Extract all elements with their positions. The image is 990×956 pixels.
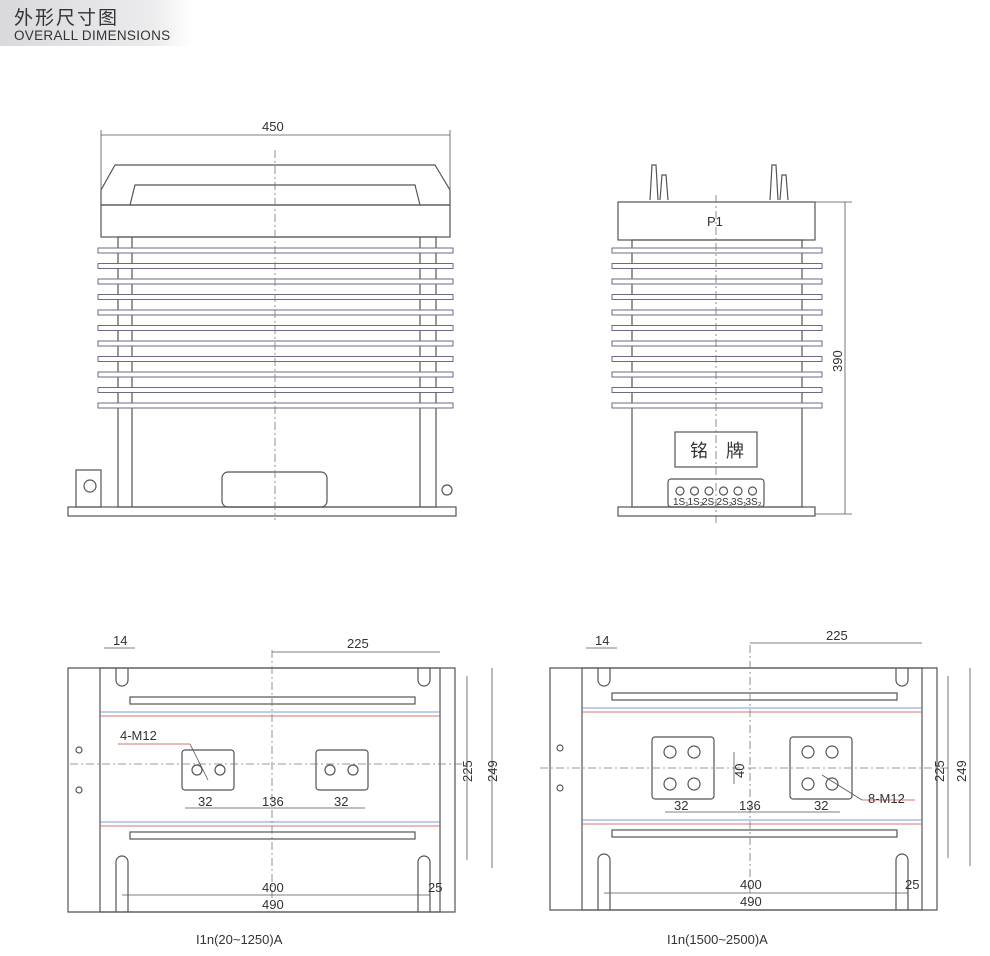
plan-view-left: 14 225 4-M12 32 136 32 225 249 400 25 49… <box>67 633 500 947</box>
fin <box>611 325 823 331</box>
base-window <box>221 471 328 508</box>
dim-249: 249 <box>485 760 500 782</box>
terminal-screw-icon <box>689 486 700 496</box>
insulation-fins <box>611 247 823 409</box>
terminal-screw-icon <box>704 486 714 496</box>
caption-left: I1n(20~1250)A <box>196 932 283 947</box>
dim-225-v: 225 <box>460 760 475 782</box>
front-view: 450 <box>67 119 457 520</box>
bolt-spec: 8-M12 <box>868 791 905 806</box>
fin <box>97 325 454 331</box>
fin <box>97 387 454 393</box>
plan-view-right: 14 225 40 32 136 32 8-M12 225 249 400 25… <box>540 628 971 947</box>
terminal-label: 1S₂ <box>688 497 704 508</box>
terminal-screw-icon <box>675 486 685 496</box>
fin <box>97 278 454 285</box>
terminal-label: 2S₂ <box>717 497 733 508</box>
dim-25: 25 <box>905 877 919 892</box>
fin <box>97 371 454 378</box>
fin <box>97 356 454 362</box>
ground-terminal-icon <box>83 479 97 493</box>
dim-14: 14 <box>595 633 609 648</box>
fin <box>611 278 823 285</box>
handle <box>100 164 451 206</box>
dim-450: 450 <box>262 119 284 134</box>
terminal-label: 2S₁ <box>702 497 718 508</box>
fin <box>97 247 454 254</box>
terminal-label: 1S₁ <box>673 497 689 508</box>
fin <box>97 263 454 269</box>
dim-32-a: 32 <box>674 798 688 813</box>
dim-490: 490 <box>740 894 762 909</box>
fin <box>97 294 454 300</box>
dim-25: 25 <box>428 880 442 895</box>
dim-400: 400 <box>740 877 762 892</box>
dim-225-h: 225 <box>347 636 369 651</box>
dim-390: 390 <box>830 350 845 372</box>
fin <box>97 309 454 316</box>
dim-136: 136 <box>262 794 284 809</box>
dim-225-v: 225 <box>932 760 947 782</box>
terminal-screw-icon <box>718 486 729 496</box>
header: 外形尺寸图 OVERALL DIMENSIONS <box>0 0 192 46</box>
caption-right: I1n(1500~2500)A <box>667 932 768 947</box>
terminal-screw-icon <box>747 486 758 496</box>
fin <box>611 340 823 347</box>
nameplate-char-2: 牌 <box>726 441 744 461</box>
fin <box>611 263 823 269</box>
fin <box>611 387 823 393</box>
secondary-studs <box>649 164 789 201</box>
mounting-slots <box>115 668 431 912</box>
dim-32-a: 32 <box>198 794 212 809</box>
dim-490: 490 <box>262 897 284 912</box>
dim-14: 14 <box>113 633 127 648</box>
dim-136: 136 <box>739 798 761 813</box>
dim-32-b: 32 <box>334 794 348 809</box>
insulation-fins <box>97 247 454 409</box>
fin <box>611 247 823 254</box>
nameplate-char-1: 铭 <box>690 441 708 461</box>
fin <box>611 309 823 316</box>
terminal-label: 3S₂ <box>746 497 762 508</box>
dim-225-h: 225 <box>826 628 848 643</box>
terminal-screw-icon <box>733 486 743 496</box>
dim-400: 400 <box>262 880 284 895</box>
fin <box>97 402 454 409</box>
terminal-label: 3S₁ <box>731 497 747 508</box>
fin <box>611 356 823 362</box>
title-en: OVERALL DIMENSIONS <box>14 28 171 43</box>
fin <box>611 371 823 378</box>
p1-label: P1 <box>707 214 723 229</box>
fin <box>611 294 823 300</box>
dim-249: 249 <box>954 760 969 782</box>
base-plate <box>67 506 457 517</box>
fin <box>611 402 823 409</box>
title-cn: 外形尺寸图 <box>14 7 120 29</box>
dim-32-b: 32 <box>814 798 828 813</box>
dim-40: 40 <box>732 764 747 778</box>
bolt-spec: 4-M12 <box>120 728 157 743</box>
fin <box>97 340 454 347</box>
